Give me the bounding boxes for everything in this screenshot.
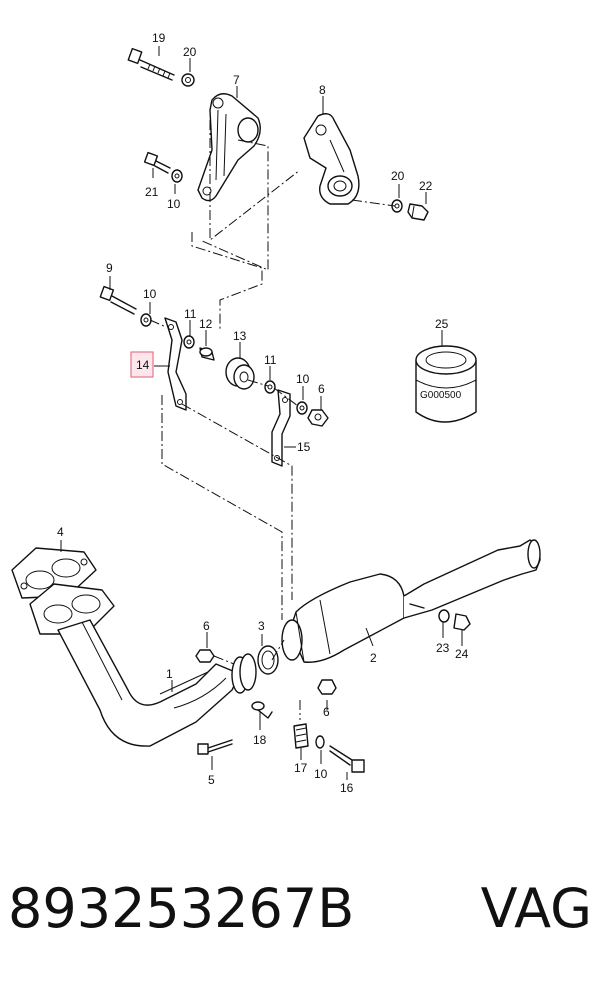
callout-20-top: 20: [183, 45, 197, 59]
callout-3: 3: [258, 619, 265, 633]
washer-20-top: [181, 73, 195, 87]
callout-4: 4: [57, 525, 64, 539]
callout-7: 7: [233, 73, 240, 87]
part-number: 893253267B: [8, 876, 355, 940]
mount-code-label: G000500: [420, 390, 462, 401]
clamp-17-10-16: [293, 723, 365, 773]
callout-19: 19: [152, 31, 166, 45]
hanger-strap-14: [164, 317, 187, 411]
callout-10-right: 10: [296, 372, 310, 386]
gasket-ring-3: [257, 645, 279, 675]
washer-10-top: [171, 169, 183, 183]
nut-22: [407, 203, 429, 221]
leader-lines: [60, 46, 463, 780]
callout-10-bottom: 10: [314, 767, 328, 781]
front-pipe-1: [57, 619, 241, 747]
callout-9: 9: [106, 261, 113, 275]
bracket-8: [303, 113, 360, 205]
callout-10-mid: 10: [143, 287, 157, 301]
callout-18: 18: [253, 733, 267, 747]
spacer-12: [199, 347, 215, 361]
bracket-7: [197, 93, 261, 202]
callout-21: 21: [145, 185, 159, 199]
rubber-mount-25: [415, 345, 477, 423]
callout-25: 25: [435, 317, 449, 331]
callout-5: 5: [208, 773, 215, 787]
washer-10-mid: [140, 313, 152, 327]
stud-23-24: [409, 603, 471, 631]
callout-20-right: 20: [391, 169, 405, 183]
callout-22: 22: [419, 179, 433, 193]
callout-2: 2: [370, 651, 377, 665]
callout-11-left: 11: [184, 307, 197, 321]
callout-10-top: 10: [167, 197, 181, 211]
callout-24: 24: [455, 647, 469, 661]
exhaust-system-diagram: 19 20 7 8 21 10 20 22 9 10 11 12 13 11 1…: [11, 31, 541, 795]
callout-8: 8: [319, 83, 326, 97]
washer-11-left: [183, 335, 195, 349]
callout-12: 12: [199, 317, 213, 331]
washer-11-right: [264, 380, 276, 394]
hanger-strap-15: [271, 389, 291, 467]
nut-6-top: [307, 409, 329, 427]
callout-labels: 19 20 7 8 21 10 20 22 9 10 11 12 13 11 1…: [57, 31, 469, 795]
bolt-5: [197, 739, 233, 755]
callout-17: 17: [294, 761, 308, 775]
part-caption: 893253267B VAG: [8, 868, 592, 948]
rubber-mount-13: [225, 357, 255, 390]
callout-13: 13: [233, 329, 247, 343]
callout-23: 23: [436, 641, 450, 655]
nut-6-bottom: [317, 679, 337, 695]
callout-11-right: 11: [264, 353, 277, 367]
callout-6-top: 6: [318, 382, 325, 396]
bolt-9: [99, 285, 137, 315]
brand-name: VAG: [480, 876, 592, 940]
bolt-19: [127, 47, 175, 81]
bolt-21: [143, 151, 171, 174]
washer-10-right: [296, 401, 308, 415]
callout-1: 1: [166, 667, 173, 681]
callout-14: 14: [136, 358, 150, 372]
gasket-4: [11, 547, 115, 635]
callout-14-highlight: [130, 351, 154, 378]
nut-6-left: [195, 649, 215, 663]
callout-6-bottom: 6: [323, 705, 330, 719]
callout-16: 16: [340, 781, 354, 795]
catalytic-converter-2: [281, 539, 541, 663]
stud-18: [251, 701, 273, 719]
callout-6-left: 6: [203, 619, 210, 633]
flange-joint: [231, 653, 257, 694]
callout-15: 15: [297, 440, 311, 454]
